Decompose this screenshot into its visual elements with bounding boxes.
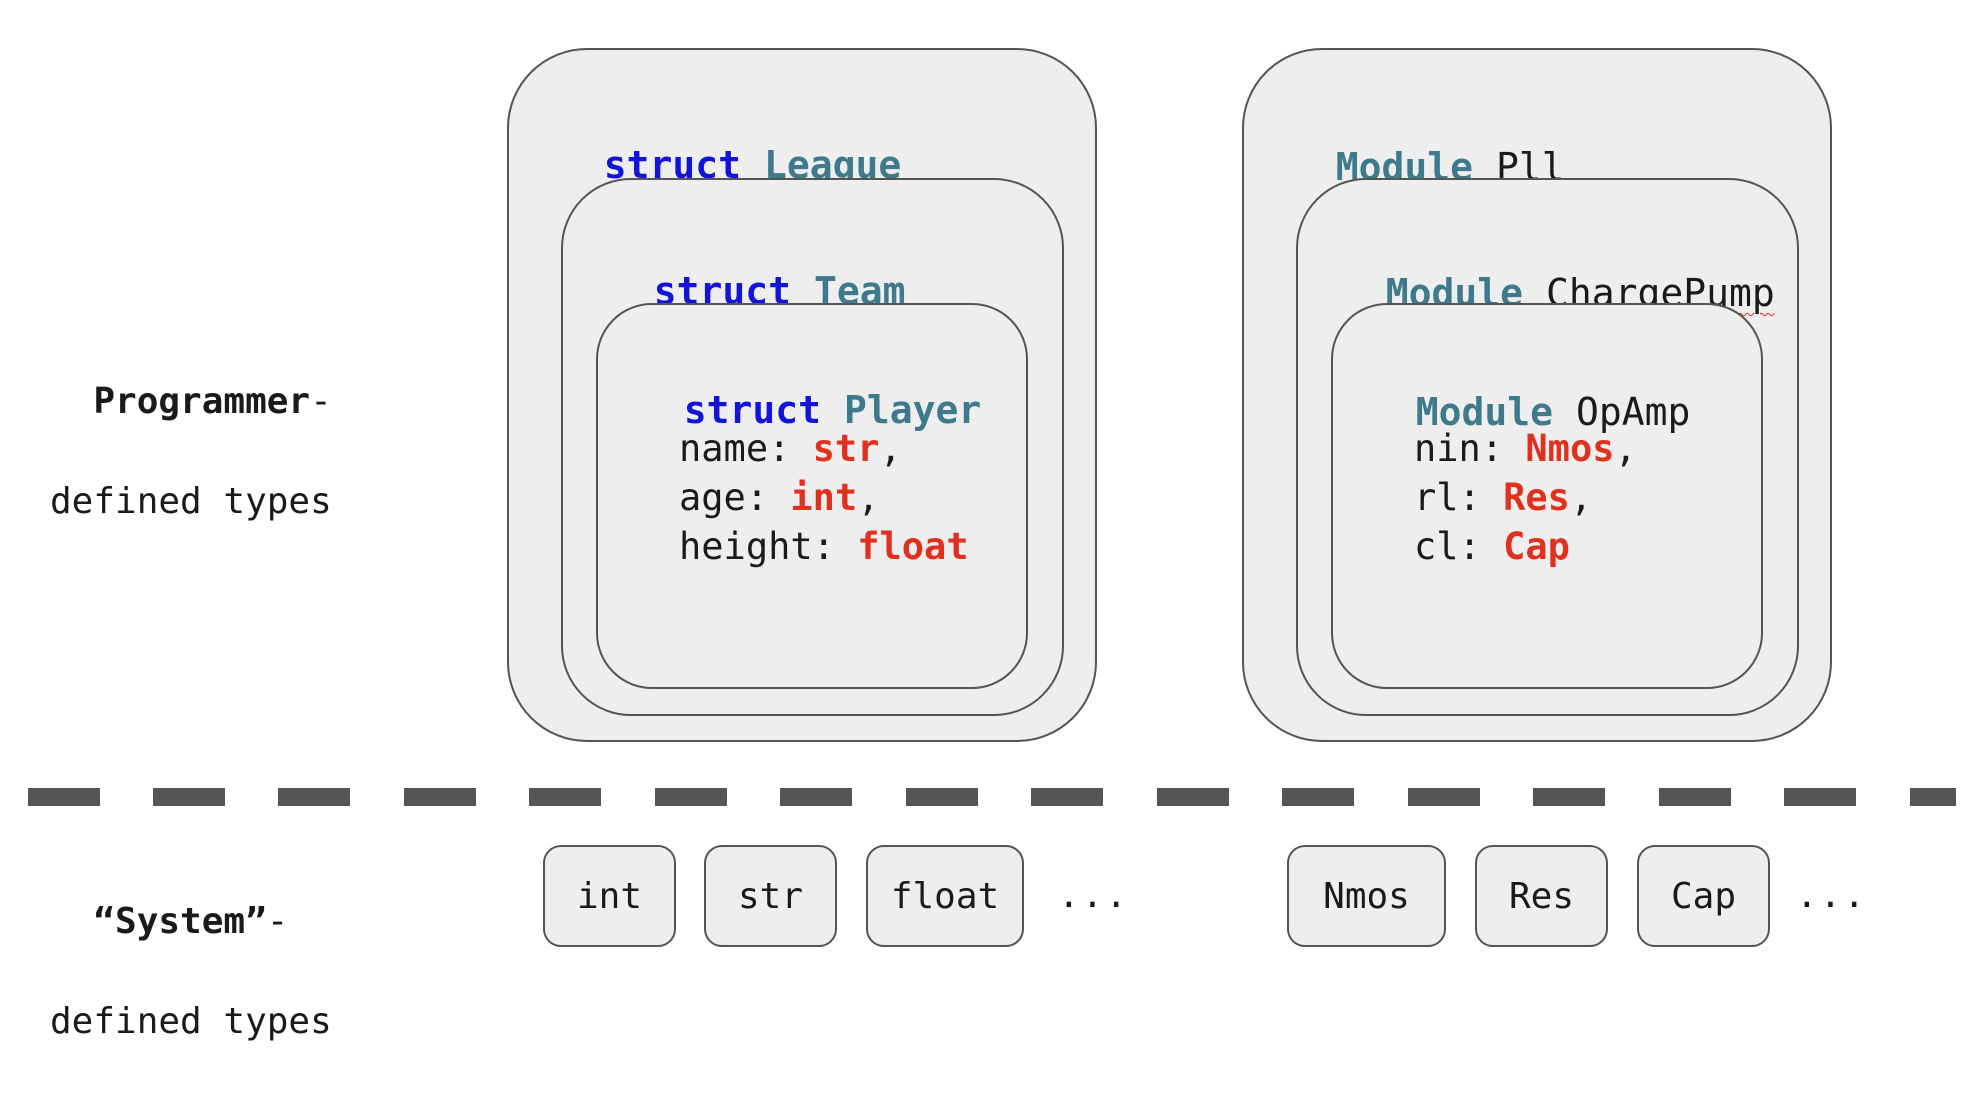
struct-keyword: struct [603,143,742,187]
system-hyphen: - [266,901,289,942]
type-box-str: str [704,845,837,947]
divider-dash [1157,788,1229,806]
field-type: Cap [1503,525,1570,568]
struct-team-header: struct Team [608,234,906,310]
field-row: nin: Nmos, [1414,424,1637,473]
divider-dash [1659,788,1731,806]
module-pll-header: Module Pll [1290,110,1565,186]
programmer-word: Programmer [93,381,311,422]
league-type-name: League [763,143,902,187]
field-type: Res [1503,476,1570,519]
field-name: age: [679,476,791,519]
divider-dash [1784,788,1856,806]
struct-league-header: struct League [558,108,901,184]
divider-dash [153,788,225,806]
programmer-defined-label: Programmer- defined types [50,327,332,577]
field-type: str [812,427,880,470]
type-box-float: float [866,845,1024,947]
field-name: rl: [1414,476,1504,519]
struct-keyword: struct [683,388,822,432]
divider-dash [1910,788,1956,806]
divider-dash [780,788,852,806]
module-opamp-box [1331,303,1763,689]
divider-dash [404,788,476,806]
divider-dash [1408,788,1480,806]
field-separator: , [1569,476,1593,519]
divider-dash [1031,788,1103,806]
type-box-cap: Cap [1637,845,1770,947]
field-separator: , [857,476,880,519]
divider-dash [1282,788,1354,806]
field-row: rl: Res, [1414,473,1637,522]
ellipsis-left: ... [1058,875,1130,916]
module-keyword: Module [1415,390,1554,434]
divider-dash [278,788,350,806]
field-row: age: int, [679,473,969,522]
module-chargepump-header: Module ChargePump [1340,236,1775,312]
programmer-line2: defined types [50,481,332,522]
programmer-hyphen: - [310,381,332,422]
field-row: cl: Cap [1414,522,1637,571]
system-defined-label: “System”- defined types [50,847,332,1097]
field-name: name: [679,427,813,470]
field-type: Nmos [1525,427,1615,470]
field-name: height: [679,525,858,568]
module-opamp-header: Module OpAmp [1370,355,1691,434]
field-row: name: str, [679,424,969,473]
divider-dash [28,788,100,806]
field-type: float [857,525,969,568]
struct-player-header: struct Player [638,353,981,429]
player-fields: name: str, age: int, height: float [679,424,969,571]
type-box-res: Res [1475,845,1608,947]
field-type: int [790,476,858,519]
divider-dash [906,788,978,806]
field-separator: , [879,427,902,470]
field-separator: , [1614,427,1637,470]
field-name: cl: [1414,525,1504,568]
field-name: nin: [1414,427,1526,470]
opamp-type-name: OpAmp [1575,390,1691,434]
player-type-name: Player [843,388,982,432]
system-line2: defined types [50,1001,332,1042]
divider-dash [529,788,601,806]
opamp-fields: nin: Nmos, rl: Res, cl: Cap [1414,424,1637,571]
type-box-int: int [543,845,676,947]
struct-player-box [596,303,1028,689]
field-row: height: float [679,522,969,571]
divider-dash [655,788,727,806]
ellipsis-right: ... [1796,875,1868,916]
type-box-nmos: Nmos [1287,845,1446,947]
divider-dash [1533,788,1605,806]
system-word: “System” [93,901,267,942]
